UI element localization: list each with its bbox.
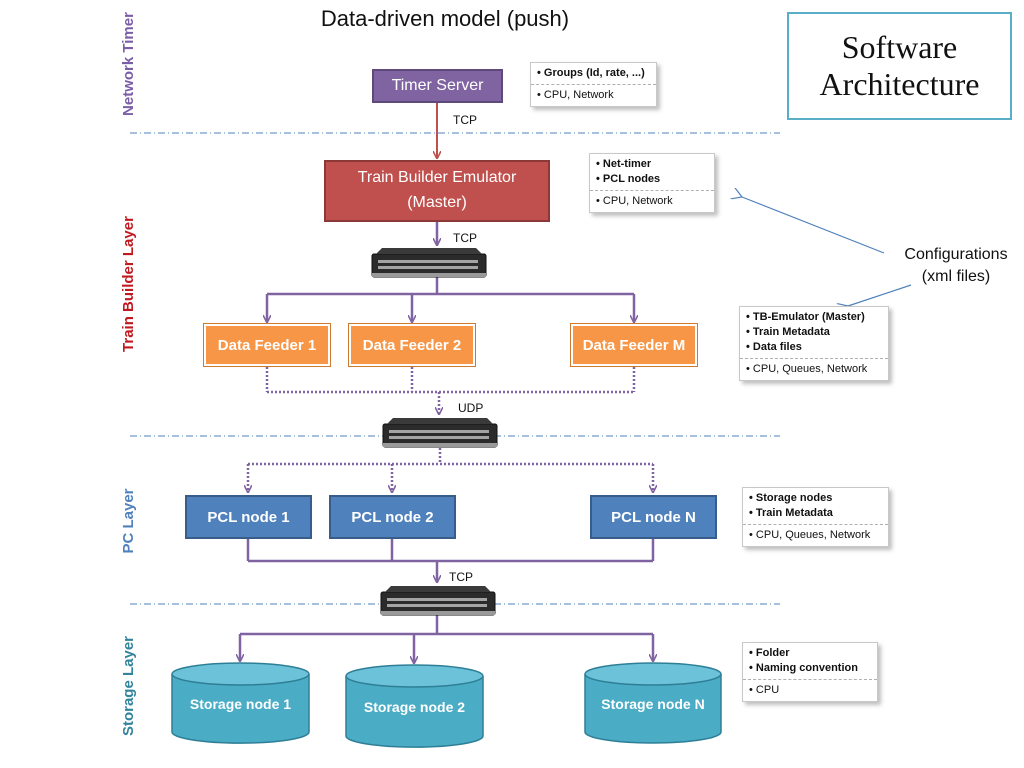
config-param: • Net-timer [596, 158, 652, 170]
pcl-node: PCL node N [590, 495, 717, 539]
storage-node: Storage node N [584, 662, 722, 744]
switch1-to-feeders [267, 277, 634, 322]
config-resources: • CPU, Queues, Network [749, 529, 871, 541]
config-resources: • CPU [749, 684, 780, 696]
config-param: • Train Metadata [749, 507, 833, 519]
protocol-label: TCP [453, 231, 477, 245]
tb-emulator-role: (Master) [407, 194, 467, 211]
config-box-storage: • Folder • Naming convention • CPU [742, 642, 878, 702]
tb-emulator-name: Train Builder Emulator [357, 169, 517, 187]
config-param: • Groups (Id, rate, ...) [537, 67, 645, 79]
layer-label-train-builder: Train Builder Layer [120, 216, 137, 352]
config-box-timer: • Groups (Id, rate, ...) • CPU, Network [530, 62, 657, 107]
config-param: • Naming convention [749, 662, 858, 674]
config-resources: • CPU, Network [537, 89, 614, 101]
pcl-node: PCL node 1 [185, 495, 312, 539]
software-architecture-line-2: Architecture [819, 66, 980, 102]
pcl-to-switch3 [246, 539, 655, 582]
config-param: • Data files [746, 341, 802, 353]
switch3-to-storage [240, 615, 653, 663]
protocol-label: UDP [458, 401, 484, 415]
software-architecture-box: Software Architecture [787, 12, 1012, 120]
layer-label-storage: Storage Layer [120, 635, 137, 737]
layer-label-pc: PC Layer [120, 488, 137, 554]
timer-server-node: Timer Server [372, 69, 503, 103]
storage-node: Storage node 2 [345, 664, 484, 748]
network-switch-icon [371, 248, 487, 278]
config-param: • Storage nodes [749, 492, 833, 504]
configurations-note-line-2: (xml files) [921, 267, 991, 285]
config-param: • Train Metadata [746, 326, 830, 338]
config-box-train-builder: • Net-timer • PCL nodes • CPU, Network [589, 153, 715, 213]
config-box-data-feeder: • TB-Emulator (Master) • Train Metadata … [739, 306, 889, 381]
pcl-node: PCL node 2 [329, 495, 456, 539]
data-feeder-node: Data Feeder 2 [348, 323, 476, 367]
config-param: • TB-Emulator (Master) [746, 311, 865, 323]
storage-node-label: Storage node N [601, 696, 705, 712]
diagram-title: Data-driven model (push) [320, 6, 570, 31]
protocol-label: TCP [453, 113, 477, 127]
switch2-to-pcl [248, 448, 653, 492]
data-feeder-node: Data Feeder M [570, 323, 698, 367]
config-resources: • CPU, Network [596, 195, 673, 207]
configurations-note-line-1: Configurations [904, 246, 1008, 263]
config-note-arrows [742, 197, 912, 306]
train-builder-emulator-node: Train Builder Emulator (Master) [324, 160, 550, 222]
network-switch-icon [380, 586, 496, 616]
config-box-pcl: • Storage nodes • Train Metadata • CPU, … [742, 487, 889, 547]
config-param: • Folder [749, 647, 790, 659]
protocol-label: TCP [449, 570, 473, 584]
data-feeder-node: Data Feeder 1 [203, 323, 331, 367]
storage-node-label: Storage node 2 [363, 699, 466, 715]
configurations-note: Configurations (xml files) [884, 244, 1024, 287]
network-switch-icon [382, 418, 498, 448]
storage-node: Storage node 1 [171, 662, 310, 744]
config-resources: • CPU, Queues, Network [746, 363, 868, 375]
software-architecture-line-1: Software [841, 29, 958, 66]
config-param: • PCL nodes [596, 173, 661, 185]
storage-node-label: Storage node 1 [189, 696, 292, 712]
layer-label-network-timer: Network Timer [120, 12, 137, 116]
feeders-to-switch2 [265, 367, 636, 414]
